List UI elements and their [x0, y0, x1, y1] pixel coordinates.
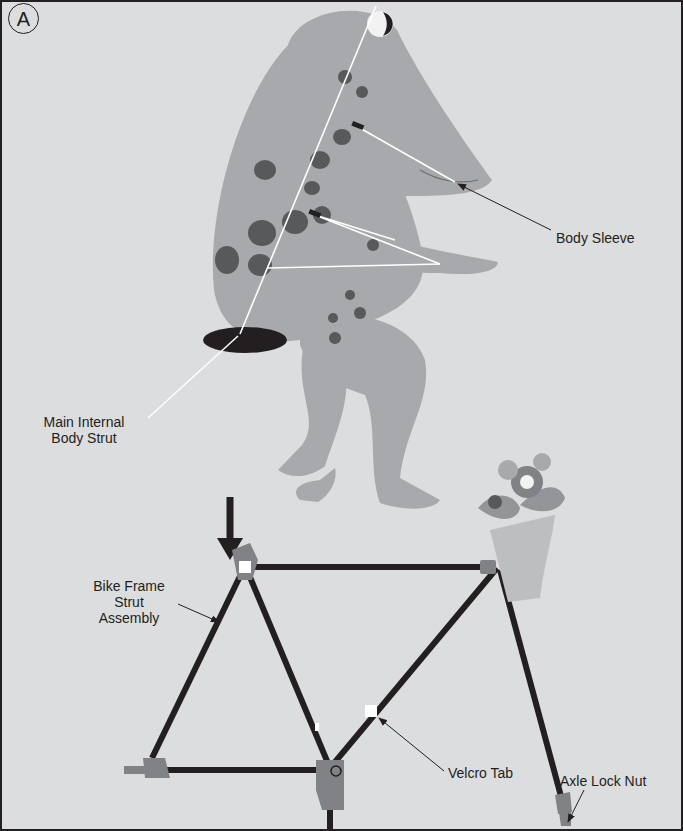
flower-basket — [478, 453, 565, 602]
velcro-tab-symbol — [365, 705, 377, 717]
frog-figure — [213, 11, 498, 509]
internal-struts — [240, 6, 455, 334]
part-label: Velcro Tab — [448, 765, 538, 781]
down-arrow — [227, 497, 234, 540]
bike-frame — [152, 567, 562, 829]
part-label: Axle Lock Nut — [560, 773, 670, 789]
panel-letter: A — [17, 9, 30, 29]
leader-line — [148, 336, 238, 418]
panel-letter-circle: A — [8, 3, 39, 34]
frog-mouth — [420, 170, 478, 182]
frame-connector — [239, 561, 251, 573]
strut-clamps — [308, 121, 364, 218]
part-label: Main Internal Body Strut — [30, 414, 138, 446]
leader-lines — [178, 184, 584, 822]
bike-seat — [203, 327, 287, 353]
part-label: Bike Frame Strut Assembly — [84, 578, 174, 626]
frog-eye — [367, 11, 393, 37]
part-label: Body Sleeve — [556, 230, 666, 246]
frog-spots — [215, 70, 379, 344]
frog-pupil — [383, 12, 393, 36]
